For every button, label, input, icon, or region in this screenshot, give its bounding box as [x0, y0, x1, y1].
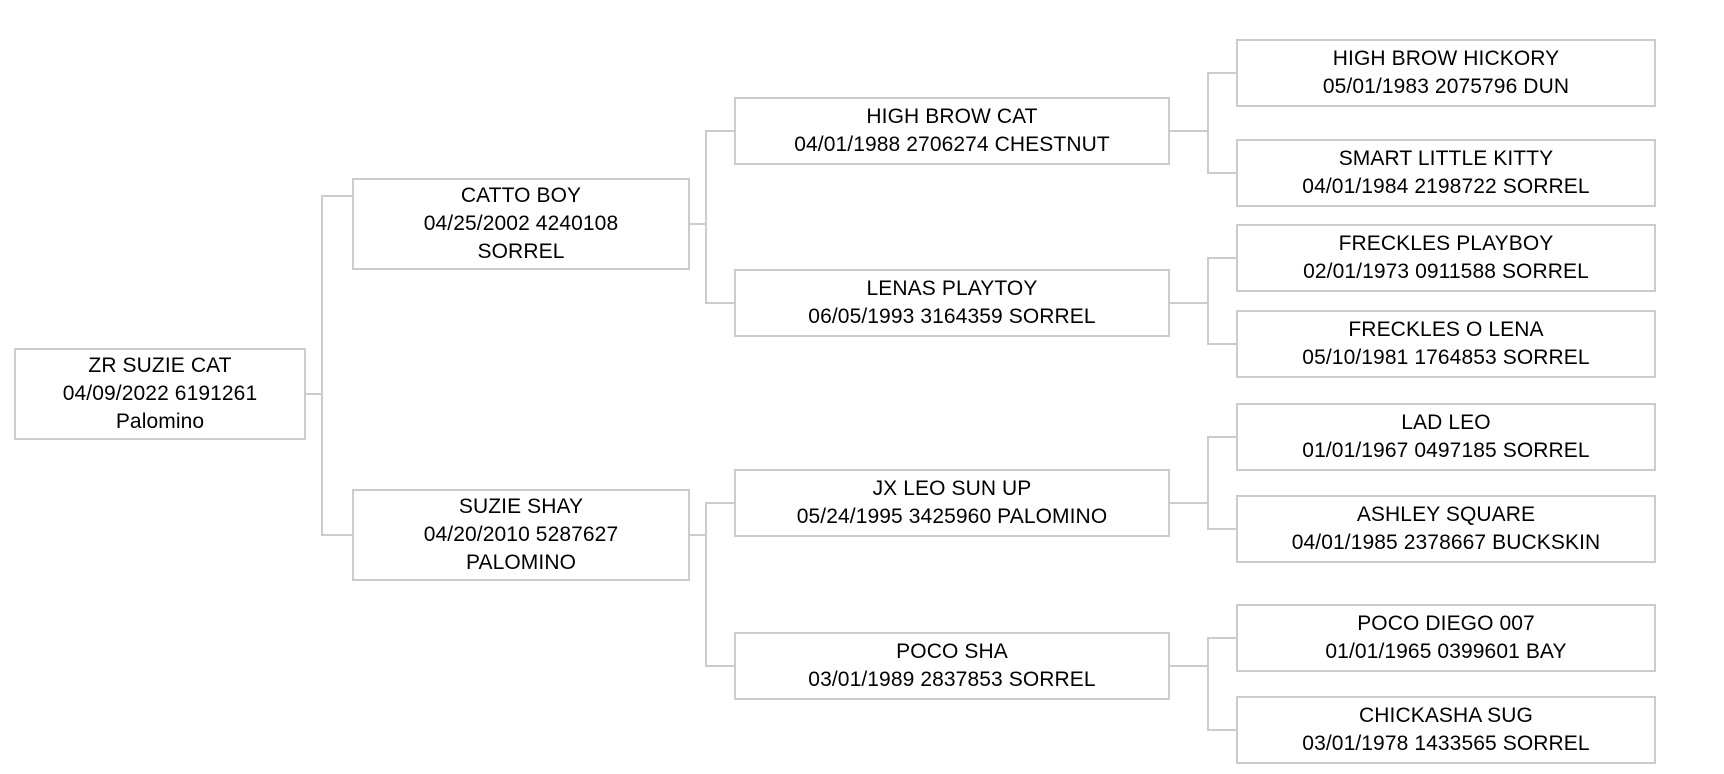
- node-detail-line-2: PALOMINO: [465, 550, 577, 574]
- node-detail-line-1: 06/05/1993 3164359 SORREL: [808, 305, 1096, 328]
- connector-sire-to-sire-sire: [705, 130, 734, 224]
- node-detail-line-1: 04/01/1984 2198722 SORREL: [1302, 175, 1590, 198]
- connector-subject-to-dam: [321, 394, 352, 536]
- pedigree-node-sire[interactable]: CATTO BOY 04/25/2002 4240108 SORREL: [352, 178, 690, 270]
- node-detail-line-1: 03/01/1978 1433565 SORREL: [1302, 732, 1590, 755]
- node-name: LENAS PLAYTOY: [866, 277, 1038, 301]
- connector-subject-to-sire: [321, 195, 352, 394]
- node-name: ZR SUZIE CAT: [88, 354, 232, 378]
- node-detail-line-2: Palomino: [115, 409, 205, 433]
- node-name: HIGH BROW CAT: [866, 105, 1038, 129]
- node-detail-line-1: 01/01/1967 0497185 SORREL: [1302, 439, 1590, 462]
- pedigree-node-sire-dam-sire[interactable]: FRECKLES PLAYBOY 02/01/1973 0911588 SORR…: [1236, 224, 1656, 292]
- pedigree-node-dam[interactable]: SUZIE SHAY 04/20/2010 5287627 PALOMINO: [352, 489, 690, 581]
- pedigree-node-subject[interactable]: ZR SUZIE CAT 04/09/2022 6191261 Palomino: [14, 348, 306, 440]
- node-name: FRECKLES PLAYBOY: [1338, 232, 1554, 256]
- node-detail-line-1: 04/25/2002 4240108: [423, 212, 619, 236]
- pedigree-node-dam-dam[interactable]: POCO SHA 03/01/1989 2837853 SORREL: [734, 632, 1170, 700]
- node-name: CHICKASHA SUG: [1358, 704, 1533, 728]
- node-name: POCO DIEGO 007: [1357, 612, 1535, 636]
- node-detail-line-1: 01/01/1965 0399601 BAY: [1325, 640, 1567, 663]
- pedigree-node-sire-sire-dam[interactable]: SMART LITTLE KITTY 04/01/1984 2198722 SO…: [1236, 139, 1656, 207]
- node-detail-line-1: 02/01/1973 0911588 SORREL: [1303, 260, 1589, 283]
- node-detail-line-1: 03/01/1989 2837853 SORREL: [808, 668, 1096, 691]
- node-name: LAD LEO: [1401, 411, 1491, 435]
- node-detail-line-1: 04/09/2022 6191261: [62, 382, 258, 406]
- node-name: SMART LITTLE KITTY: [1338, 147, 1554, 171]
- connector-sire-sire-to-sire: [1207, 72, 1236, 131]
- node-name: CATTO BOY: [460, 184, 582, 208]
- node-name: HIGH BROW HICKORY: [1332, 47, 1560, 71]
- node-name: ASHLEY SQUARE: [1356, 503, 1536, 527]
- connector-dam-sire-to-dam: [1207, 503, 1236, 530]
- node-name: JX LEO SUN UP: [872, 477, 1032, 501]
- node-name: POCO SHA: [896, 640, 1008, 664]
- node-detail-line-1: 04/01/1988 2706274 CHESTNUT: [794, 133, 1110, 156]
- pedigree-node-sire-sire-sire[interactable]: HIGH BROW HICKORY 05/01/1983 2075796 DUN: [1236, 39, 1656, 107]
- connector-sire-to-sire-dam: [705, 224, 734, 304]
- connector-dam-dam-to-dam: [1207, 666, 1236, 731]
- connector-sire-dam-to-dam: [1207, 303, 1236, 345]
- node-detail-line-1: 05/24/1995 3425960 PALOMINO: [796, 505, 1108, 528]
- connector-sire-dam-to-sire: [1207, 257, 1236, 303]
- node-name: FRECKLES O LENA: [1348, 318, 1544, 342]
- pedigree-node-sire-dam-dam[interactable]: FRECKLES O LENA 05/10/1981 1764853 SORRE…: [1236, 310, 1656, 378]
- pedigree-node-sire-sire[interactable]: HIGH BROW CAT 04/01/1988 2706274 CHESTNU…: [734, 97, 1170, 165]
- pedigree-node-dam-dam-sire[interactable]: POCO DIEGO 007 01/01/1965 0399601 BAY: [1236, 604, 1656, 672]
- connector-dam-sire-to-sire: [1207, 436, 1236, 503]
- node-detail-line-1: 05/10/1981 1764853 SORREL: [1302, 346, 1590, 369]
- connector-dam-to-dam-dam: [705, 535, 734, 667]
- connector-sire-sire-to-dam: [1207, 131, 1236, 174]
- pedigree-node-dam-dam-dam[interactable]: CHICKASHA SUG 03/01/1978 1433565 SORREL: [1236, 696, 1656, 764]
- node-detail-line-2: SORREL: [477, 239, 565, 263]
- node-detail-line-1: 04/20/2010 5287627: [423, 523, 619, 547]
- connector-dam-to-dam-sire: [705, 502, 734, 535]
- pedigree-node-sire-dam[interactable]: LENAS PLAYTOY 06/05/1993 3164359 SORREL: [734, 269, 1170, 337]
- node-name: SUZIE SHAY: [458, 495, 584, 519]
- node-detail-line-1: 04/01/1985 2378667 BUCKSKIN: [1291, 531, 1601, 554]
- pedigree-node-dam-sire-sire[interactable]: LAD LEO 01/01/1967 0497185 SORREL: [1236, 403, 1656, 471]
- connector-dam-dam-to-sire: [1207, 637, 1236, 666]
- pedigree-node-dam-sire[interactable]: JX LEO SUN UP 05/24/1995 3425960 PALOMIN…: [734, 469, 1170, 537]
- pedigree-node-dam-sire-dam[interactable]: ASHLEY SQUARE 04/01/1985 2378667 BUCKSKI…: [1236, 495, 1656, 563]
- node-detail-line-1: 05/01/1983 2075796 DUN: [1322, 75, 1570, 98]
